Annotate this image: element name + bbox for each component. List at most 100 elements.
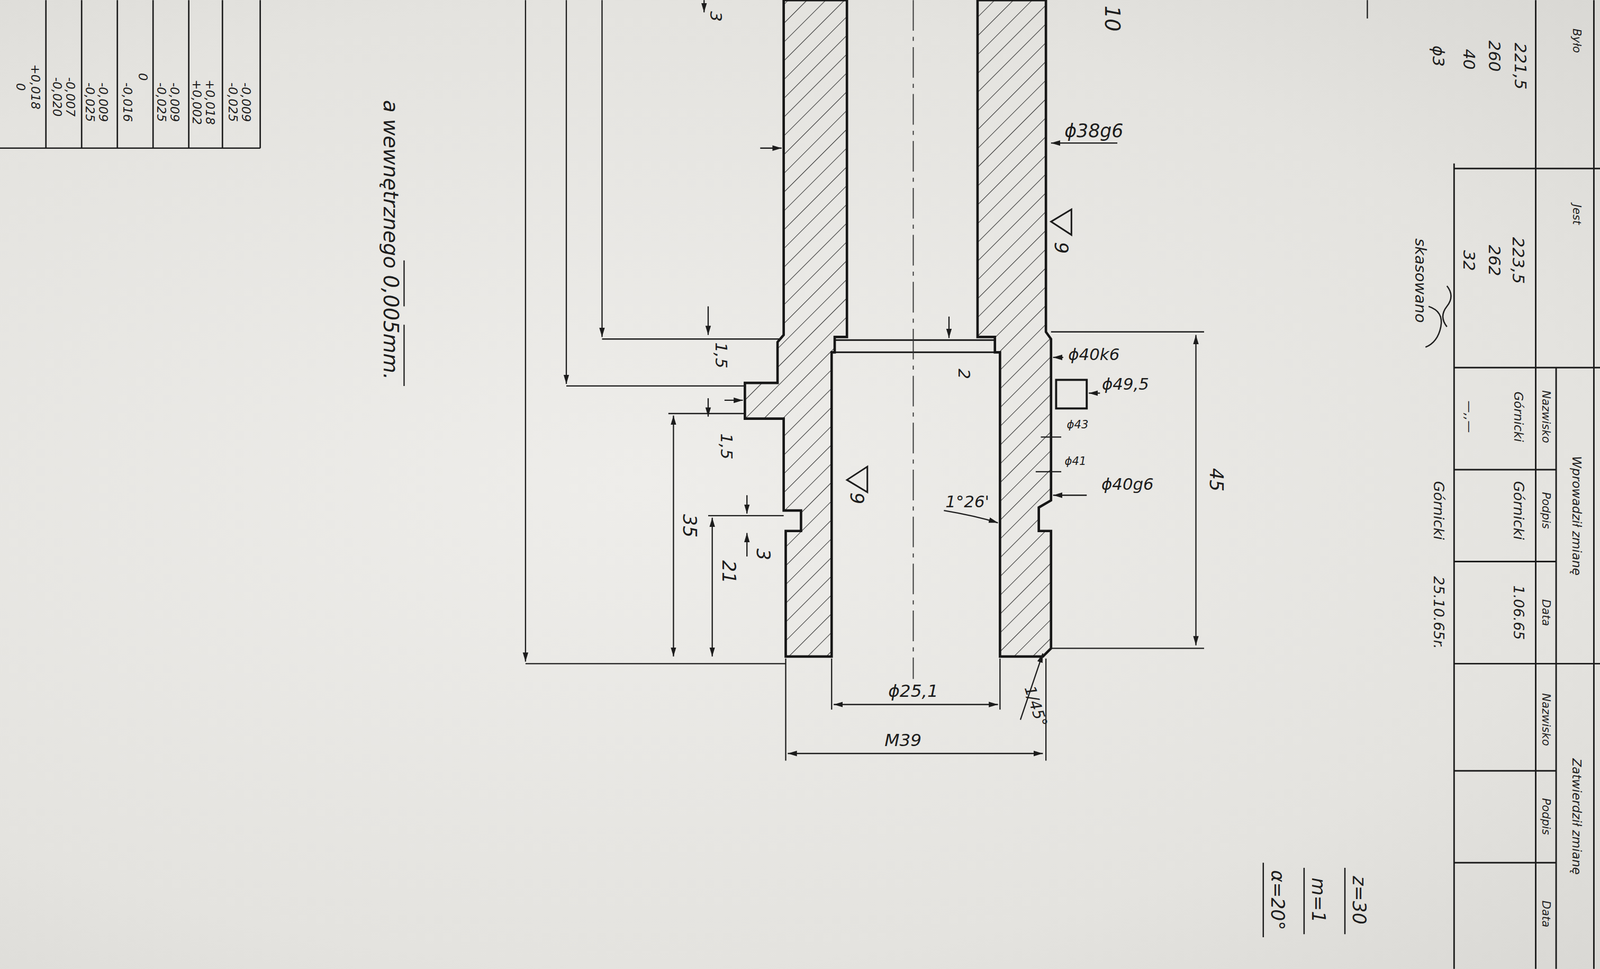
table-text: Jest xyxy=(1570,203,1583,227)
tolerance-value: 0 xyxy=(13,82,27,93)
table-line xyxy=(0,147,261,149)
table-text: 32 xyxy=(1460,248,1478,272)
dimension-line xyxy=(1195,335,1197,646)
tolerance-value: 0 xyxy=(136,71,150,82)
extension-line xyxy=(999,658,1001,710)
dimension-text: 1,5 xyxy=(718,431,736,460)
relief-line xyxy=(834,339,996,341)
table-text: 260 xyxy=(1486,39,1504,74)
table-text: α=20° xyxy=(1268,869,1288,931)
table-text: —,,— xyxy=(1462,399,1476,434)
dimensions xyxy=(525,0,1368,761)
tolerance-value: +0,018 xyxy=(203,78,217,126)
tolerance-value: +0,018 xyxy=(29,62,42,111)
table-text: Górnicki xyxy=(1511,479,1526,541)
surface-finish-symbol xyxy=(846,466,868,492)
tolerance-table xyxy=(0,0,261,149)
extension-line xyxy=(668,412,746,414)
surface-finish-symbol xyxy=(1051,209,1072,235)
groove-outline xyxy=(1055,379,1087,409)
table-line xyxy=(1453,769,1557,772)
table-text: 40 xyxy=(1460,47,1478,71)
leader-line xyxy=(760,147,782,149)
dimension-text: 21 xyxy=(718,558,738,585)
table-text: Podpis xyxy=(1540,797,1552,837)
dimension-line xyxy=(525,0,527,662)
extension-line xyxy=(1051,331,1205,333)
extension-line xyxy=(708,514,784,517)
brace xyxy=(1442,285,1451,327)
leader-line xyxy=(1040,436,1062,438)
table-line xyxy=(152,0,155,149)
table-line xyxy=(1555,367,1558,969)
section-wall xyxy=(977,0,1052,657)
table-text: Nazwisko xyxy=(1540,691,1552,747)
relief-line xyxy=(834,351,996,354)
table-text: skasowano xyxy=(1412,237,1428,324)
table-line xyxy=(1453,861,1557,864)
dimension-text: 3 xyxy=(753,547,773,562)
dimension-text: 9 xyxy=(1051,240,1071,255)
tolerance-value: -0,009 xyxy=(168,81,182,124)
dimension-text: ϕ40k6 xyxy=(1067,345,1121,363)
dimension-line xyxy=(787,752,1043,754)
dimension-text: ϕ25,1 xyxy=(887,681,940,700)
leader-line xyxy=(1053,494,1088,496)
part-section xyxy=(744,0,1087,679)
table-line xyxy=(259,0,261,149)
tolerance-value: -0,009 xyxy=(239,81,252,124)
table-text: 223,5 xyxy=(1510,235,1527,285)
table-text: Podpis xyxy=(1540,490,1552,530)
table-text: 1.06.65 xyxy=(1511,583,1526,641)
underline xyxy=(403,324,405,386)
tolerance-value: -0,025 xyxy=(154,81,168,124)
dimension-text: 3 xyxy=(707,10,725,23)
dimension-line xyxy=(711,517,713,657)
table-text: Data xyxy=(1540,597,1552,627)
table-text: Nazwisko xyxy=(1540,389,1552,444)
dimension-text: ϕ38g6 xyxy=(1063,121,1125,141)
tolerance-value: -0,009 xyxy=(96,81,110,124)
extension-line xyxy=(784,658,786,761)
extension-line xyxy=(566,385,745,387)
leader-line xyxy=(1053,356,1064,358)
table-text: Zatwierdził zmianę xyxy=(1570,757,1584,876)
title-block xyxy=(1453,0,1600,969)
table-text: m=1 xyxy=(1308,876,1328,924)
dimension-text: 2 xyxy=(955,367,973,381)
dimension-text: ϕ43 xyxy=(1065,418,1090,431)
table-text: 221,5 xyxy=(1511,41,1529,91)
dimension-text: a wewnętrznego 0,005mm. xyxy=(380,98,402,381)
table-line xyxy=(116,0,119,149)
table-line xyxy=(1453,560,1557,563)
dimension-text: ϕ49,5 xyxy=(1100,375,1151,393)
dimension-text: 45 xyxy=(1206,466,1226,493)
dimension-text: M39 xyxy=(883,730,923,749)
table-line xyxy=(1593,0,1595,969)
dimension-line xyxy=(672,415,674,657)
underline xyxy=(1344,867,1346,934)
angle-leader xyxy=(943,510,998,523)
dimension-text: 9 xyxy=(847,491,867,505)
section-wall xyxy=(744,0,847,657)
table-line xyxy=(1453,167,1600,170)
table-line xyxy=(44,0,47,149)
dimension-line xyxy=(707,306,709,336)
table-line xyxy=(187,0,190,149)
tolerance-value: -0,007 xyxy=(64,76,77,119)
dimension-text: 1,5 xyxy=(712,340,730,369)
table-text: z=30 xyxy=(1349,874,1369,926)
underline xyxy=(403,260,405,307)
table-line xyxy=(1453,163,1455,969)
dimension-text: 35 xyxy=(680,512,700,539)
table-text: Data xyxy=(1540,898,1552,928)
extension-line xyxy=(601,338,781,340)
dimension-line xyxy=(601,0,603,337)
leader-line xyxy=(724,399,744,401)
table-text: ϕ3 xyxy=(1430,44,1448,68)
dimension-text: ϕ40g6 xyxy=(1100,475,1155,493)
table-line xyxy=(1453,662,1600,665)
tolerance-value: -0,025 xyxy=(226,81,239,124)
